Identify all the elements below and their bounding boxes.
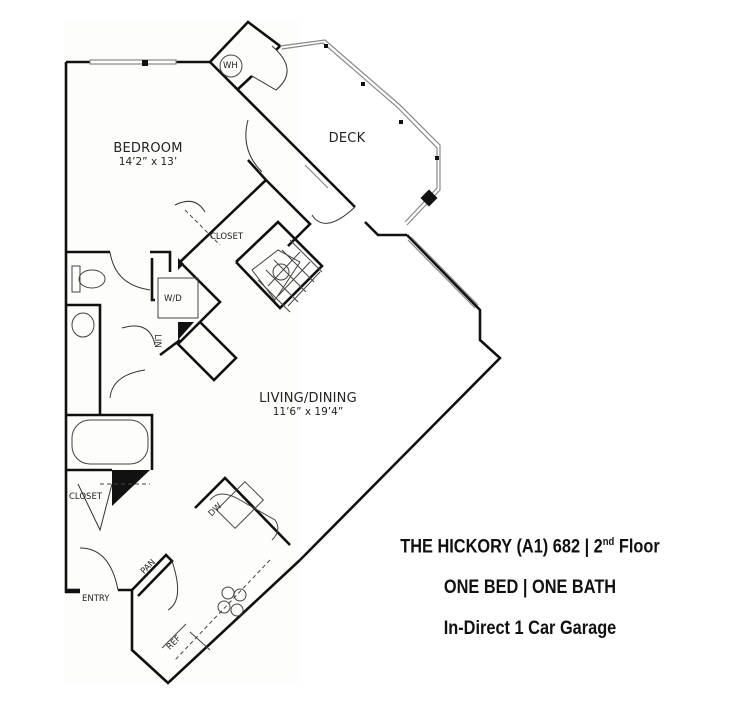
unit-title-ordinal: nd	[602, 536, 615, 548]
bedroom-name: BEDROOM	[113, 141, 183, 156]
unit-title: THE HICKORY (A1) 682 | 2nd Floor	[384, 536, 676, 558]
unit-title-main: THE HICKORY (A1) 682 | 2	[400, 536, 603, 558]
floorplan-background	[64, 22, 300, 683]
closet-lower-label: CLOSET	[69, 492, 103, 502]
linen-label: LIN	[151, 334, 162, 348]
bedroom-dimensions: 14’2” x 13’	[118, 156, 178, 168]
unit-title-floor: Floor	[614, 536, 660, 558]
bedroom-label: BEDROOM 14’2” x 13’	[113, 141, 182, 168]
garage-info: In-Direct 1 Car Garage	[443, 618, 617, 639]
living-dining-dimensions: 11’6” x 19’4”	[272, 406, 344, 418]
living-dining-name: LIVING/DINING	[259, 391, 357, 406]
washer-dryer-label: W/D	[164, 294, 182, 304]
deck-name: DECK	[328, 131, 366, 146]
water-heater-label: WH	[223, 61, 238, 71]
deck-label: DECK	[329, 131, 366, 146]
bed-bath-summary: ONE BED | ONE BATH	[443, 577, 617, 598]
living-dining-label: LIVING/DINING 11’6” x 19’4”	[259, 391, 357, 418]
entry-label: ENTRY	[82, 594, 110, 604]
closet-upper-label: CLOSET	[210, 232, 244, 242]
